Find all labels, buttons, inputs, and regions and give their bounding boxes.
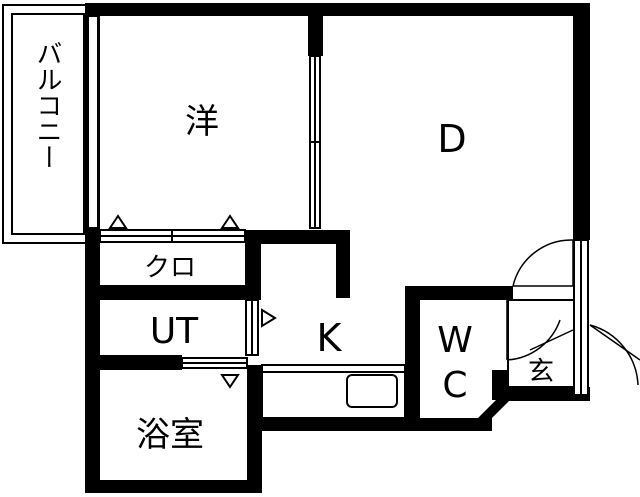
- room-label-utility: UT: [150, 311, 199, 352]
- openings: [87, 15, 589, 419]
- room-label-closet: クロ: [144, 253, 196, 283]
- room-label-wc-c: C: [442, 365, 467, 406]
- room-label-wc-w: W: [437, 320, 473, 361]
- room-label-western: 洋: [185, 102, 219, 142]
- room-label-bath: 浴室: [136, 415, 204, 455]
- room-label-balcony: バルコニー: [32, 40, 62, 170]
- room-label-entrance: 玄: [528, 357, 554, 387]
- door-swings: [506, 239, 640, 386]
- walls: [85, 3, 590, 493]
- room-label-kitchen: K: [317, 316, 343, 360]
- room-label-dining: D: [437, 117, 466, 161]
